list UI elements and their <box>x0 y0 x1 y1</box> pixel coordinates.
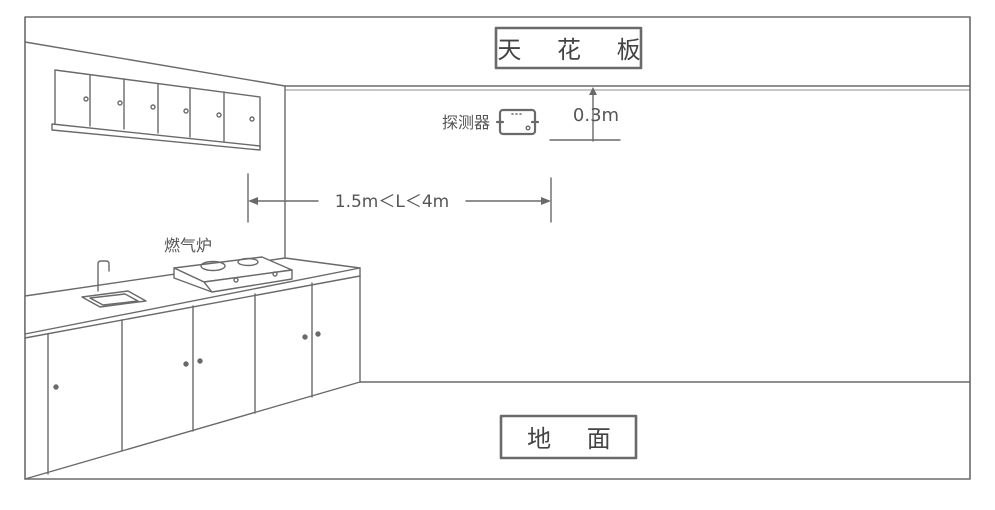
right-arrowhead <box>541 197 551 205</box>
detector-label: 探测器 <box>442 113 490 132</box>
left-arrowhead <box>248 197 258 205</box>
ceiling-gap-dimension <box>549 91 621 142</box>
distance-dimension <box>247 173 552 223</box>
lower-cabinets <box>24 275 361 475</box>
detector-device <box>495 108 540 136</box>
floor-label-box <box>499 414 638 460</box>
sink <box>81 260 147 308</box>
ceiling-gap-label: 0.3m <box>573 105 619 126</box>
wall-cabinets <box>51 69 261 151</box>
distance-label: 1.5m＜L＜4m <box>335 192 449 212</box>
gas-stove <box>173 256 293 293</box>
room-walls <box>24 41 971 480</box>
ceiling-label-box <box>494 26 643 70</box>
up-arrowhead <box>589 87 597 95</box>
floor-label: 地 面 <box>527 425 625 453</box>
gas-stove-label: 燃气炉 <box>164 236 212 255</box>
ceiling-label: 天 花 板 <box>497 36 654 64</box>
outer-frame <box>24 16 971 480</box>
